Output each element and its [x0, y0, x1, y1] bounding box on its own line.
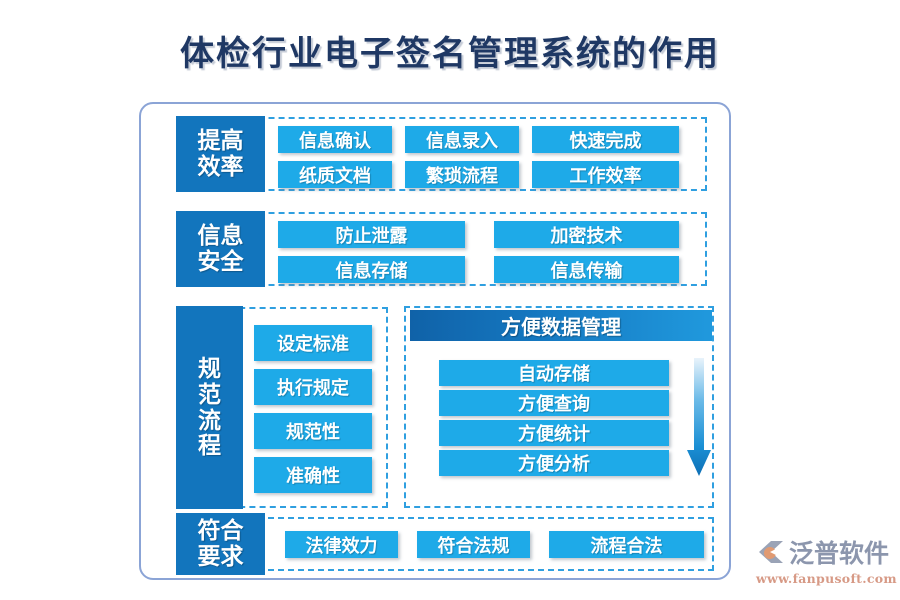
watermark-brand: 泛普软件: [789, 539, 890, 568]
item-chip[interactable]: 工作效率: [532, 161, 679, 188]
item-chip[interactable]: 加密技术: [494, 221, 679, 248]
data-management-header: 方便数据管理: [410, 310, 712, 341]
down-arrow-icon: [687, 358, 711, 476]
item-chip[interactable]: 自动存储: [439, 360, 669, 386]
section-label-standard-process: 规 范 流 程: [176, 306, 243, 509]
fanpu-logo-icon: [759, 541, 783, 563]
section-label-compliance: 符合 要求: [176, 513, 265, 575]
watermark: 泛普软件 www.fanpusoft.com: [756, 534, 897, 590]
item-chip[interactable]: 方便查询: [439, 390, 669, 416]
label-line: 信息: [197, 222, 244, 250]
item-chip[interactable]: 流程合法: [549, 531, 704, 558]
section-label-efficiency: 提高 效率: [176, 116, 265, 192]
label-line: 流: [198, 406, 221, 434]
item-chip[interactable]: 方便统计: [439, 420, 669, 446]
item-chip[interactable]: 防止泄露: [278, 221, 465, 248]
item-chip[interactable]: 信息确认: [278, 126, 392, 153]
label-line: 规: [198, 355, 221, 382]
item-chip[interactable]: 设定标准: [254, 325, 372, 361]
label-line: 提高: [197, 127, 244, 155]
item-chip[interactable]: 快速完成: [532, 126, 679, 153]
item-chip[interactable]: 信息传输: [494, 256, 679, 283]
item-chip[interactable]: 信息存储: [278, 256, 465, 283]
item-chip[interactable]: 方便分析: [439, 450, 669, 476]
item-chip[interactable]: 繁琐流程: [405, 161, 519, 188]
item-chip[interactable]: 信息录入: [405, 126, 519, 153]
page-title: 体检行业电子签名管理系统的作用: [180, 34, 720, 74]
item-chip[interactable]: 纸质文档: [278, 161, 392, 188]
label-line: 效率: [197, 153, 244, 180]
item-chip[interactable]: 符合法规: [417, 531, 530, 558]
item-chip[interactable]: 规范性: [254, 413, 372, 449]
label-line: 符合: [197, 517, 244, 545]
item-chip[interactable]: 法律效力: [285, 531, 398, 558]
section-label-security: 信息 安全: [176, 211, 265, 287]
item-chip[interactable]: 执行规定: [254, 369, 372, 405]
label-line: 要求: [197, 543, 244, 570]
label-line: 范: [198, 380, 221, 408]
item-chip[interactable]: 准确性: [254, 457, 372, 493]
label-line: 安全: [197, 248, 244, 275]
label-line: 程: [198, 432, 221, 460]
watermark-url: www.fanpusoft.com: [756, 571, 897, 586]
